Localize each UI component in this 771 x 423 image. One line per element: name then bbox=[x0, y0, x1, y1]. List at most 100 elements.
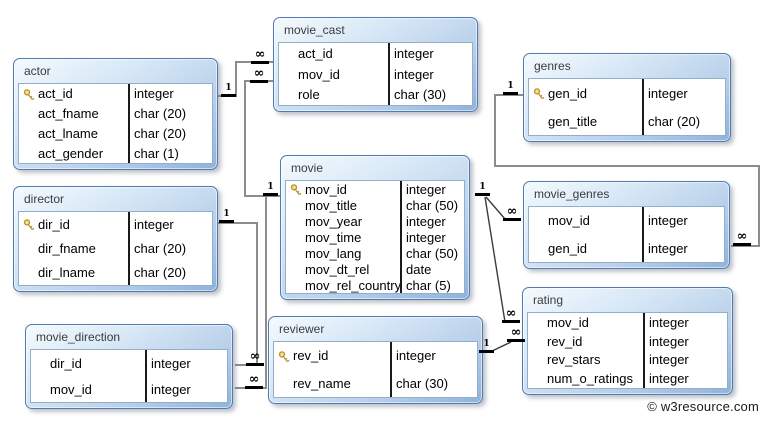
cardinality-marker: 1 bbox=[221, 83, 236, 97]
field-name-cell: gen_id bbox=[529, 241, 640, 256]
field-name-cell: mov_title bbox=[286, 198, 398, 213]
field-name-cell: act_lname bbox=[19, 126, 126, 141]
table-row: act_fname char (20) bbox=[19, 104, 212, 124]
table-row: mov_rel_country char (5) bbox=[286, 277, 464, 293]
cardinality-marker: ∞ bbox=[245, 373, 263, 389]
table-body: mov_id integer gen_id integer bbox=[528, 206, 725, 263]
field-name-cell: rev_name bbox=[274, 376, 388, 391]
table-name: movie bbox=[291, 161, 324, 175]
table-reviewer: reviewer rev_id integer rev_name bbox=[268, 316, 483, 404]
field-name: gen_id bbox=[548, 85, 588, 101]
wire-movie-movie_genres bbox=[485, 196, 506, 220]
table-director: director dir_id integer dir_fname bbox=[13, 186, 218, 292]
table-name: movie_cast bbox=[284, 23, 345, 37]
column-divider bbox=[643, 313, 645, 388]
field-name-cell: gen_id bbox=[529, 86, 640, 101]
field-type: char (20) bbox=[134, 240, 187, 256]
field-name-cell: dir_fname bbox=[19, 241, 126, 256]
field-name: mov_dt_rel bbox=[305, 261, 370, 277]
table-movie_direction: movie_direction dir_id integer mov_id bbox=[25, 324, 233, 409]
column-divider bbox=[145, 350, 147, 402]
column-divider bbox=[642, 79, 644, 135]
field-name: act_lname bbox=[38, 125, 98, 141]
column-divider bbox=[128, 84, 130, 163]
field-type: char (5) bbox=[406, 277, 451, 293]
field-name: act_fname bbox=[38, 106, 99, 122]
field-type: integer bbox=[648, 213, 688, 229]
field-name: mov_title bbox=[305, 197, 358, 213]
cardinality-marker: ∞ bbox=[502, 307, 520, 323]
field-name: mov_year bbox=[305, 213, 363, 229]
table-row: gen_id integer bbox=[529, 79, 725, 107]
field-name: dir_id bbox=[38, 216, 70, 232]
table-row: mov_id integer bbox=[279, 64, 472, 85]
table-row: mov_id integer bbox=[529, 207, 724, 235]
table-movie: movie mov_id integer mov_title c bbox=[280, 155, 470, 300]
primary-key-icon bbox=[23, 218, 35, 231]
field-type: date bbox=[406, 261, 432, 277]
field-type: integer bbox=[648, 85, 688, 101]
cardinality-marker: ∞ bbox=[733, 230, 751, 246]
field-name-cell: mov_id bbox=[529, 213, 640, 228]
wire-movie-rating bbox=[484, 196, 506, 323]
table-row: mov_year integer bbox=[286, 213, 464, 229]
cardinality-marker: ∞ bbox=[251, 48, 269, 64]
table-rating: rating mov_id integer rev_id int bbox=[522, 287, 733, 395]
field-name-cell: rev_stars bbox=[528, 352, 641, 367]
field-name-cell: mov_id bbox=[528, 315, 641, 330]
table-name: rating bbox=[533, 293, 564, 307]
column-divider bbox=[642, 207, 644, 262]
field-name: num_o_ratings bbox=[547, 371, 633, 387]
table-movie_genres: movie_genres mov_id integer gen_id bbox=[523, 181, 730, 269]
table-row: dir_id integer bbox=[19, 212, 212, 236]
field-name-cell: mov_year bbox=[286, 214, 398, 229]
table-genres: genres gen_id integer gen_title bbox=[523, 53, 731, 142]
field-name: mov_id bbox=[50, 381, 92, 397]
table-name: director bbox=[24, 192, 65, 206]
table-row: rev_id integer bbox=[528, 332, 727, 351]
field-type: integer bbox=[649, 352, 689, 368]
field-name: mov_id bbox=[305, 181, 347, 197]
table-row: mov_id integer bbox=[31, 376, 227, 402]
table-row: mov_id integer bbox=[528, 313, 727, 332]
table-name: genres bbox=[534, 59, 571, 73]
table-row: mov_time integer bbox=[286, 229, 464, 245]
field-name: mov_id bbox=[298, 66, 340, 82]
field-type: integer bbox=[406, 229, 446, 245]
table-body: act_id integer act_fname char (20) act_l… bbox=[18, 83, 213, 164]
field-type: integer bbox=[394, 45, 434, 61]
wire-genres-movie_genres bbox=[494, 94, 760, 247]
table-row: act_gender char (1) bbox=[19, 143, 212, 163]
table-movie_cast: movie_cast act_id integer mov_id bbox=[273, 17, 478, 112]
field-name-cell: mov_rel_country bbox=[286, 278, 401, 293]
field-type: integer bbox=[134, 216, 174, 232]
field-name: mov_id bbox=[547, 314, 589, 330]
field-type: char (20) bbox=[648, 113, 701, 129]
table-body: mov_id integer rev_id integer rev_stars bbox=[527, 312, 728, 389]
field-type: char (20) bbox=[134, 265, 187, 281]
field-name: rev_id bbox=[547, 333, 583, 349]
field-name: rev_stars bbox=[547, 352, 601, 368]
field-name: rev_id bbox=[293, 348, 329, 364]
field-name: mov_lang bbox=[305, 245, 362, 261]
table-name: movie_genres bbox=[534, 187, 610, 201]
table-row: dir_fname char (20) bbox=[19, 236, 212, 260]
field-type: char (30) bbox=[396, 375, 449, 391]
table-row: rev_stars integer bbox=[528, 351, 727, 370]
table-row: num_o_ratings integer bbox=[528, 369, 727, 388]
field-type: integer bbox=[394, 66, 434, 82]
watermark: © w3resource.com bbox=[647, 399, 759, 414]
column-divider bbox=[400, 181, 402, 293]
table-name: actor bbox=[24, 64, 51, 78]
field-name: role bbox=[298, 87, 320, 103]
field-type: char (30) bbox=[394, 87, 447, 103]
cardinality-marker: 1 bbox=[219, 209, 234, 223]
field-type: integer bbox=[134, 86, 174, 102]
field-name: act_id bbox=[298, 45, 333, 61]
table-row: role char (30) bbox=[279, 84, 472, 105]
field-name-cell: act_fname bbox=[19, 106, 126, 121]
field-name-cell: dir_lname bbox=[19, 265, 126, 280]
field-type: integer bbox=[151, 381, 191, 397]
field-name-cell: act_id bbox=[279, 46, 386, 61]
table-row: gen_id integer bbox=[529, 235, 724, 263]
